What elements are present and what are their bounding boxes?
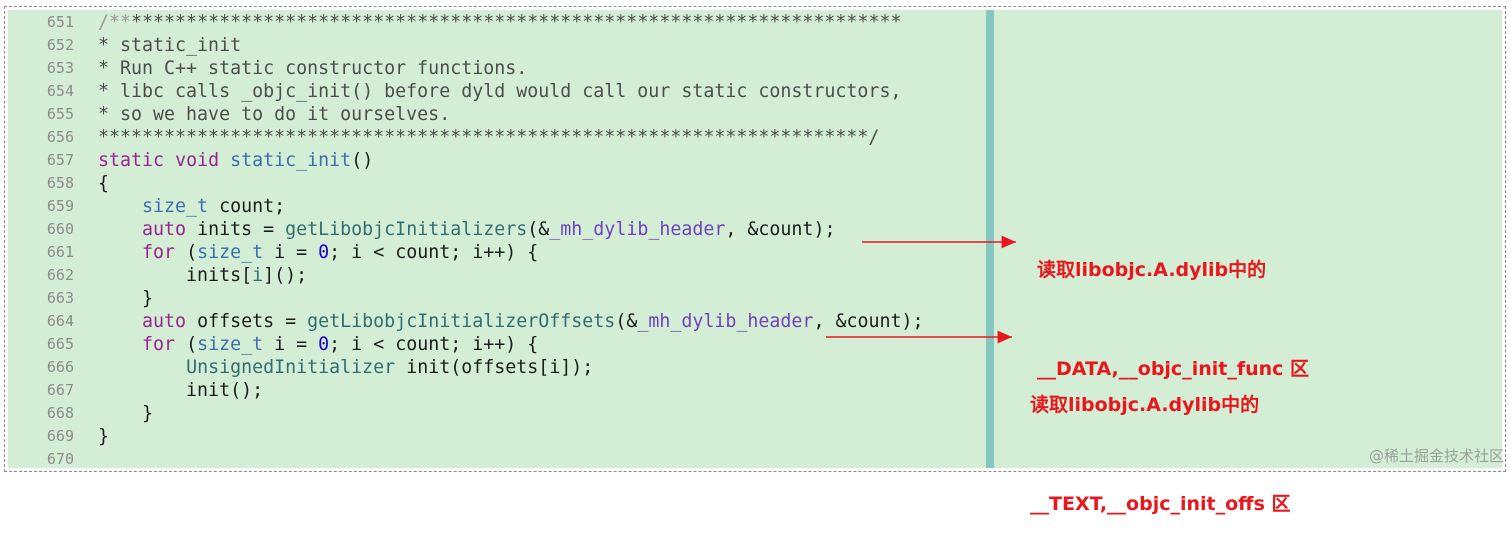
code-token: (& — [527, 219, 550, 240]
code-token: ; i < count; i++) { — [329, 334, 539, 355]
code-token: ( — [175, 334, 198, 355]
line-number: 651 — [46, 13, 74, 31]
code-token: size_t — [197, 334, 264, 355]
code-token: ****************************************… — [98, 127, 880, 148]
code-token: offsets = — [186, 311, 308, 332]
annotation-data-line1: 读取libobjc.A.dylib中的 — [1037, 259, 1267, 281]
line-number: 661 — [46, 243, 74, 261]
code-text: inits[i](); — [98, 264, 307, 287]
code-text: } — [98, 425, 109, 448]
line-number: 660 — [46, 220, 74, 238]
annotation-data-section: 读取libobjc.A.dylib中的 __DATA,__objc_init_f… — [1037, 188, 1309, 419]
line-number: 668 — [46, 404, 74, 422]
code-token: inits[ — [98, 265, 253, 286]
code-token: for — [142, 242, 176, 263]
code-token: } — [98, 288, 154, 309]
code-token: getLibobjcInitializerOffsets — [307, 311, 616, 332]
code-token: count; — [208, 196, 286, 217]
line-number: 658 — [46, 174, 74, 192]
code-token: (& — [615, 311, 638, 332]
line-number: 670 — [46, 450, 74, 468]
code-token: for — [142, 334, 176, 355]
code-text: static void static_init() — [98, 149, 373, 172]
code-token: { — [98, 173, 110, 194]
code-token: static_init — [230, 150, 352, 171]
code-token: } — [98, 403, 154, 424]
code-token: , &count); — [725, 219, 836, 240]
code-text: ****************************************… — [98, 126, 879, 149]
image-frame — [4, 6, 1506, 472]
line-number: 667 — [46, 381, 74, 399]
code-token: static — [98, 150, 165, 171]
line-number: 655 — [46, 105, 74, 123]
code-token: getLibobjcInitializers — [285, 219, 528, 240]
code-text: auto inits = getLibobjcInitializers(&_mh… — [98, 218, 835, 241]
line-number: 666 — [46, 358, 74, 376]
code-text: } — [98, 402, 153, 425]
code-token: i — [252, 265, 264, 286]
line-number: 652 — [46, 36, 74, 54]
code-text: * libc calls _objc_init() before dyld wo… — [98, 80, 901, 103]
code-text: auto offsets = getLibobjcInitializerOffs… — [98, 310, 924, 333]
code-token: void — [175, 150, 220, 171]
code-token: * libc calls _objc_init() before dyld wo… — [98, 81, 902, 102]
line-number: 663 — [46, 289, 74, 307]
code-token: * so we have to do it ourselves. — [98, 104, 451, 125]
code-token: UnsignedInitializer — [186, 357, 396, 378]
code-token: ****************************************… — [131, 12, 902, 33]
line-number: 665 — [46, 335, 74, 353]
code-editor[interactable]: 651/************************************… — [8, 10, 1502, 468]
code-token: * Run C++ static constructor functions. — [98, 58, 528, 79]
line-number: 654 — [46, 82, 74, 100]
code-token: 0 — [318, 334, 330, 355]
line-number: 657 — [46, 151, 74, 169]
code-token: , &count); — [813, 311, 924, 332]
watermark: @稀土掘金技术社区 — [1368, 447, 1504, 465]
code-token: inits = — [186, 219, 286, 240]
code-token: * static_init — [98, 35, 242, 56]
code-text: for (size_t i = 0; i < count; i++) { — [98, 241, 538, 264]
annotation-text-section: 读取libobjc.A.dylib中的 __TEXT,__objc_init_o… — [1030, 323, 1291, 554]
code-text: * so we have to do it ourselves. — [98, 103, 450, 126]
line-number: 653 — [46, 59, 74, 77]
line-number: 669 — [46, 427, 74, 445]
code-token: } — [98, 426, 110, 447]
code-text: size_t count; — [98, 195, 285, 218]
code-token: size_t — [142, 196, 209, 217]
code-token: auto — [142, 311, 187, 332]
annotation-text-line2: __TEXT,__objc_init_offs 区 — [1030, 493, 1291, 515]
line-number: 664 — [46, 312, 74, 330]
line-number: 659 — [46, 197, 74, 215]
line-number: 656 — [46, 128, 74, 146]
code-token: init(offsets[i]); — [395, 357, 594, 378]
code-token: ( — [175, 242, 198, 263]
code-token: () — [351, 150, 374, 171]
code-token: ](); — [263, 265, 308, 286]
code-text: * static_init — [98, 34, 241, 57]
code-text: UnsignedInitializer init(offsets[i]); — [98, 356, 593, 379]
code-text: /***************************************… — [98, 11, 901, 34]
code-token: size_t — [197, 242, 264, 263]
code-token: auto — [142, 219, 187, 240]
code-token: init(); — [98, 380, 264, 401]
annotation-data-line2: __DATA,__objc_init_func 区 — [1037, 358, 1310, 380]
code-token: i = — [263, 242, 319, 263]
code-token: _mh_dylib_header — [549, 219, 726, 240]
line-number: 662 — [46, 266, 74, 284]
code-token: ; i < count; i++) { — [329, 242, 539, 263]
code-token: /** — [98, 12, 132, 33]
page-guide-line — [986, 10, 994, 468]
code-token: _mh_dylib_header — [637, 311, 814, 332]
code-token: 0 — [318, 242, 330, 263]
code-text: for (size_t i = 0; i < count; i++) { — [98, 333, 538, 356]
code-text: * Run C++ static constructor functions. — [98, 57, 527, 80]
code-text: { — [98, 172, 109, 195]
code-text: init(); — [98, 379, 263, 402]
annotation-arrows — [826, 235, 1016, 344]
code-token: i = — [263, 334, 319, 355]
annotation-text-line1: 读取libobjc.A.dylib中的 — [1030, 394, 1260, 416]
code-text: } — [98, 287, 153, 310]
